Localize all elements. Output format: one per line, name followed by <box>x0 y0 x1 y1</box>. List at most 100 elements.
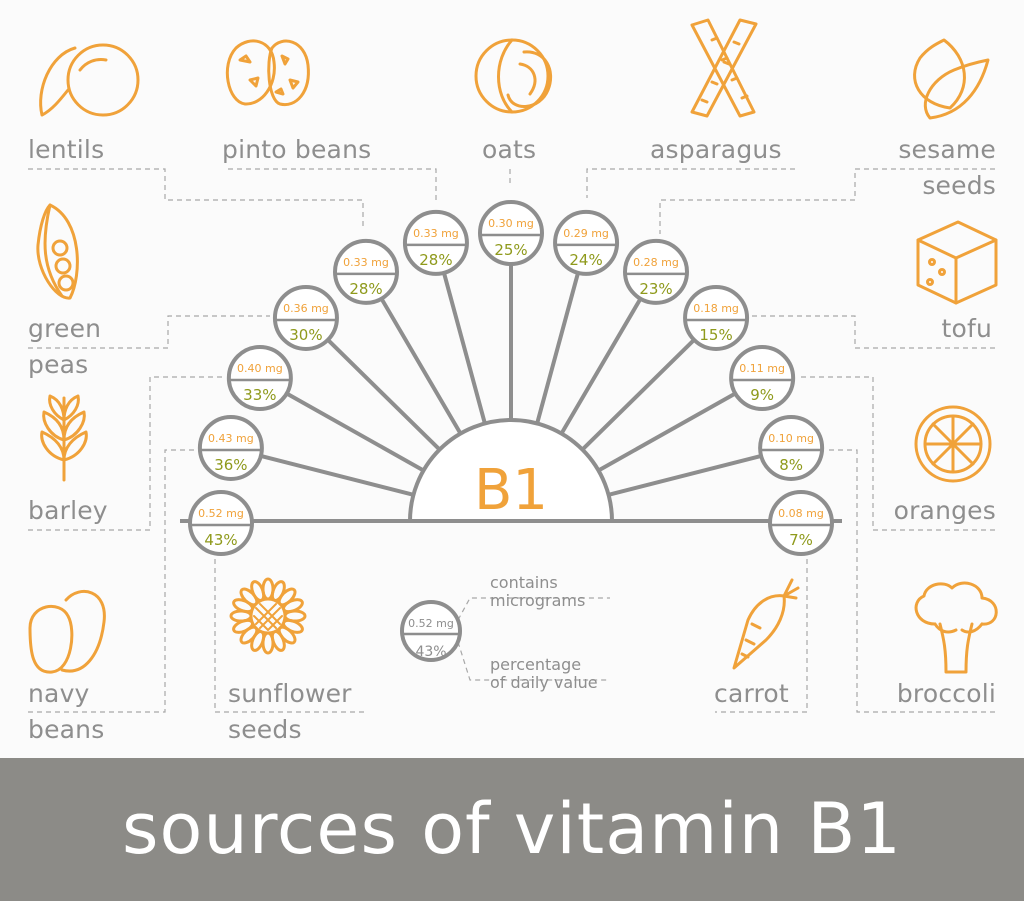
badge-mg: 0.43 mg <box>208 432 254 445</box>
badge-pct: 25% <box>494 241 527 259</box>
carrot-icon <box>732 578 800 670</box>
badge-pct: 43% <box>204 531 237 549</box>
label-barley: barley <box>28 496 108 525</box>
badge-mg: 0.10 mg <box>768 432 814 445</box>
spoke <box>326 338 441 452</box>
badge-pct: 36% <box>214 456 247 474</box>
label-navy-beans: navy beans <box>28 679 105 744</box>
badge-circle <box>226 345 293 411</box>
spoke <box>608 454 762 497</box>
badge-mg: 0.28 mg <box>633 256 679 269</box>
connector-lentils <box>28 168 364 230</box>
connector-sunflower <box>214 550 368 713</box>
broccoli-icon <box>914 581 998 674</box>
badge-circle <box>333 238 399 305</box>
value-badge: 0.28 mg 23% <box>623 238 689 305</box>
wheat-icon <box>40 394 88 482</box>
badge-mg: 0.52 mg <box>198 507 244 520</box>
spoke <box>559 297 643 435</box>
value-badge: 0.11 mg 9% <box>729 345 796 411</box>
pea-pod-icon <box>36 203 79 300</box>
title-banner: sources of vitamin B1 <box>0 758 1024 901</box>
connector-barley <box>28 376 224 531</box>
badge-pct: 24% <box>569 251 602 269</box>
legend-connector-top <box>457 597 610 621</box>
value-badge: 0.33 mg 28% <box>333 238 399 305</box>
beans-icon <box>28 590 106 674</box>
spoke <box>285 391 425 473</box>
connector-navy <box>28 449 195 713</box>
label-green-peas: green peas <box>28 314 102 379</box>
badge-pct: 9% <box>750 386 774 404</box>
legend-pct-description: percentage of daily value <box>490 655 598 692</box>
badge-circle <box>553 209 620 276</box>
badge-circle <box>683 284 750 351</box>
asparagus-icon <box>690 18 758 118</box>
connector-asparagus <box>586 168 795 198</box>
badge-circle <box>272 284 339 351</box>
badge-pct: 28% <box>349 280 382 298</box>
badge-pct: 23% <box>639 280 672 298</box>
badge-pct: 30% <box>289 326 322 344</box>
label-asparagus: asparagus <box>650 135 782 164</box>
tofu-icon <box>916 220 998 305</box>
sunflower-icon <box>229 577 307 655</box>
badge-mg: 0.30 mg <box>488 217 534 230</box>
label-oats: oats <box>482 135 537 164</box>
label-lentils: lentils <box>28 135 105 164</box>
badge-mg: 0.40 mg <box>237 362 283 375</box>
label-tofu: tofu <box>941 314 992 343</box>
value-badge: 0.52 mg 43% <box>188 490 254 556</box>
badge-pct: 15% <box>699 326 732 344</box>
label-carrot: carrot <box>714 679 789 708</box>
spoke <box>442 272 487 424</box>
badge-circle <box>768 490 834 556</box>
value-badge: 0.36 mg 30% <box>272 284 339 351</box>
label-broccoli: broccoli <box>896 679 996 708</box>
spokes <box>260 264 762 497</box>
spoke <box>581 338 696 452</box>
legend-badge: 0.52 mg 43% <box>400 600 462 662</box>
value-badge: 0.43 mg 36% <box>197 414 264 481</box>
sunflower-seed-grid <box>253 603 283 631</box>
badge-mg: 0.11 mg <box>739 362 785 375</box>
legend-mg-description: contains micrograms <box>490 573 586 610</box>
connector-tofu <box>750 315 995 349</box>
connector-oranges <box>800 376 995 531</box>
badge-mg: 0.08 mg <box>778 507 824 520</box>
label-sesame-seeds: sesame seeds <box>898 135 996 200</box>
value-badge: 0.33 mg 28% <box>402 209 469 276</box>
connector-carrot <box>715 550 808 713</box>
badge-pct: 28% <box>419 251 452 269</box>
connector-sesame <box>659 168 995 234</box>
value-badge: 0.18 mg 15% <box>683 284 750 351</box>
badge-mg: 0.33 mg <box>413 227 459 240</box>
label-sunflower-seeds: sunflower seeds <box>228 679 352 744</box>
badge-circle <box>623 238 689 305</box>
value-badge: 0.08 mg 7% <box>768 490 834 556</box>
value-badge: 0.10 mg 8% <box>758 414 825 481</box>
spoke <box>260 454 414 497</box>
lentil-icon <box>39 43 140 117</box>
spoke <box>535 272 580 424</box>
connector-pinto <box>228 168 437 200</box>
badge-mg: 0.36 mg <box>283 302 329 315</box>
dashed-connectors <box>28 168 995 713</box>
legend-connector-bottom <box>457 641 610 681</box>
badge-mg: 0.33 mg <box>343 256 389 269</box>
label-pinto-beans: pinto beans <box>222 135 372 164</box>
badge-pct: 7% <box>789 531 813 549</box>
hub-label: B1 <box>474 458 548 523</box>
spoke <box>597 391 737 473</box>
badge-pct: 8% <box>779 456 803 474</box>
badge-pct: 33% <box>243 386 276 404</box>
connector-broccoli <box>826 449 995 713</box>
connector-green-peas <box>28 315 270 349</box>
value-badge: 0.40 mg 33% <box>226 345 293 411</box>
badge-mg: 0.18 mg <box>693 302 739 315</box>
oats-icon <box>474 38 553 114</box>
spoke <box>379 297 463 435</box>
value-badge: 0.30 mg 25% <box>478 200 544 266</box>
